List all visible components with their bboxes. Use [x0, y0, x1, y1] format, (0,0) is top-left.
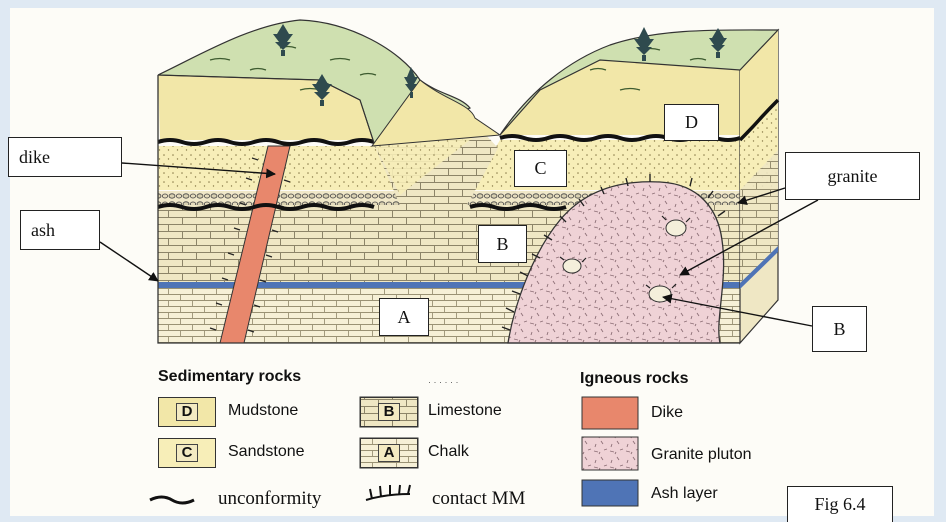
granite-arrow-2 [679, 199, 819, 276]
leader-arrows [99, 162, 819, 327]
ash-arrow [99, 241, 159, 282]
legend-label-mudstone: Mudstone [228, 402, 299, 419]
legend-sedimentary-title: Sedimentary rocks [158, 368, 302, 385]
legend-label-chalk: Chalk [428, 443, 469, 460]
callout-b-mid: B [478, 225, 527, 263]
side-face [738, 28, 780, 345]
callout-c: C [514, 150, 567, 187]
callout-d: D [664, 104, 719, 141]
sandstone-right [470, 140, 740, 190]
dike-arrow [121, 162, 276, 179]
top-surface [157, 19, 780, 147]
figure-label: Fig 6.4 [787, 486, 893, 522]
legend-swatch-limestone: B [360, 397, 418, 427]
svg-text:· · · · · ·: · · · · · · [428, 377, 459, 387]
ash-layer [158, 282, 740, 288]
callout-b-right: B [812, 306, 867, 352]
legend-label-unconformity: unconformity [218, 488, 322, 509]
legend-swatch-sandstone: C [158, 438, 216, 468]
callout-ash: ash [20, 210, 100, 250]
contact-symbol [365, 484, 411, 501]
legend-label-dike: Dike [651, 404, 684, 421]
legend-label-ash-layer: Ash layer [651, 485, 718, 502]
legend-label-limestone: Limestone [428, 402, 502, 419]
legend-label-sandstone: Sandstone [228, 443, 305, 460]
callout-dike: dike [8, 137, 122, 177]
legend-label-granite-pluton: Granite pluton [651, 446, 752, 463]
granite-arrow-1 [737, 187, 786, 205]
legend-label-contact: contact MM [432, 488, 526, 509]
legend-igneous-title: Igneous rocks [580, 370, 689, 387]
legend-swatch-mudstone: D [158, 397, 216, 427]
legend-swatch-chalk: A [360, 438, 418, 468]
unconformity-symbol [149, 495, 195, 505]
callout-granite: granite [785, 152, 920, 200]
callout-a: A [379, 298, 429, 336]
b-arrow [662, 293, 813, 327]
